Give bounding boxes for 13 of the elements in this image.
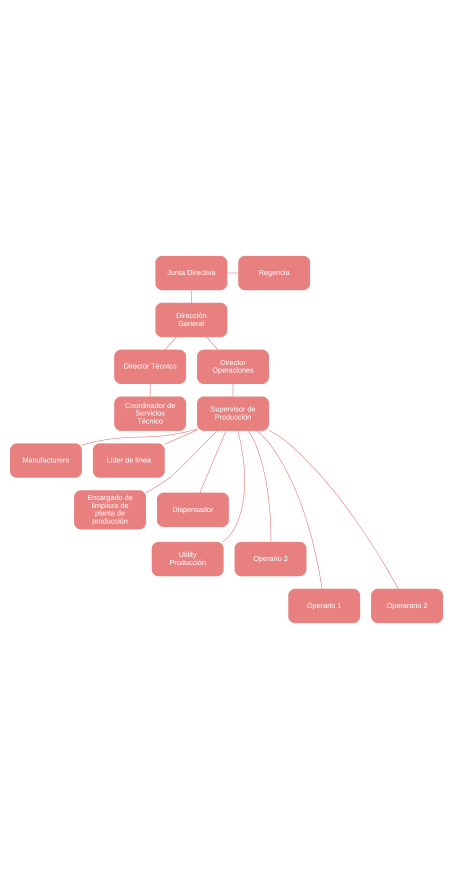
connector [145,430,218,493]
connector [268,430,399,590]
connector [222,430,245,542]
connector [191,290,192,304]
connector [232,384,234,397]
connector [248,430,272,542]
connector [164,430,198,445]
connector [164,336,177,350]
connector [226,272,239,274]
connector [256,430,322,590]
connector [206,336,218,350]
connector [81,428,198,446]
connector [200,430,226,494]
